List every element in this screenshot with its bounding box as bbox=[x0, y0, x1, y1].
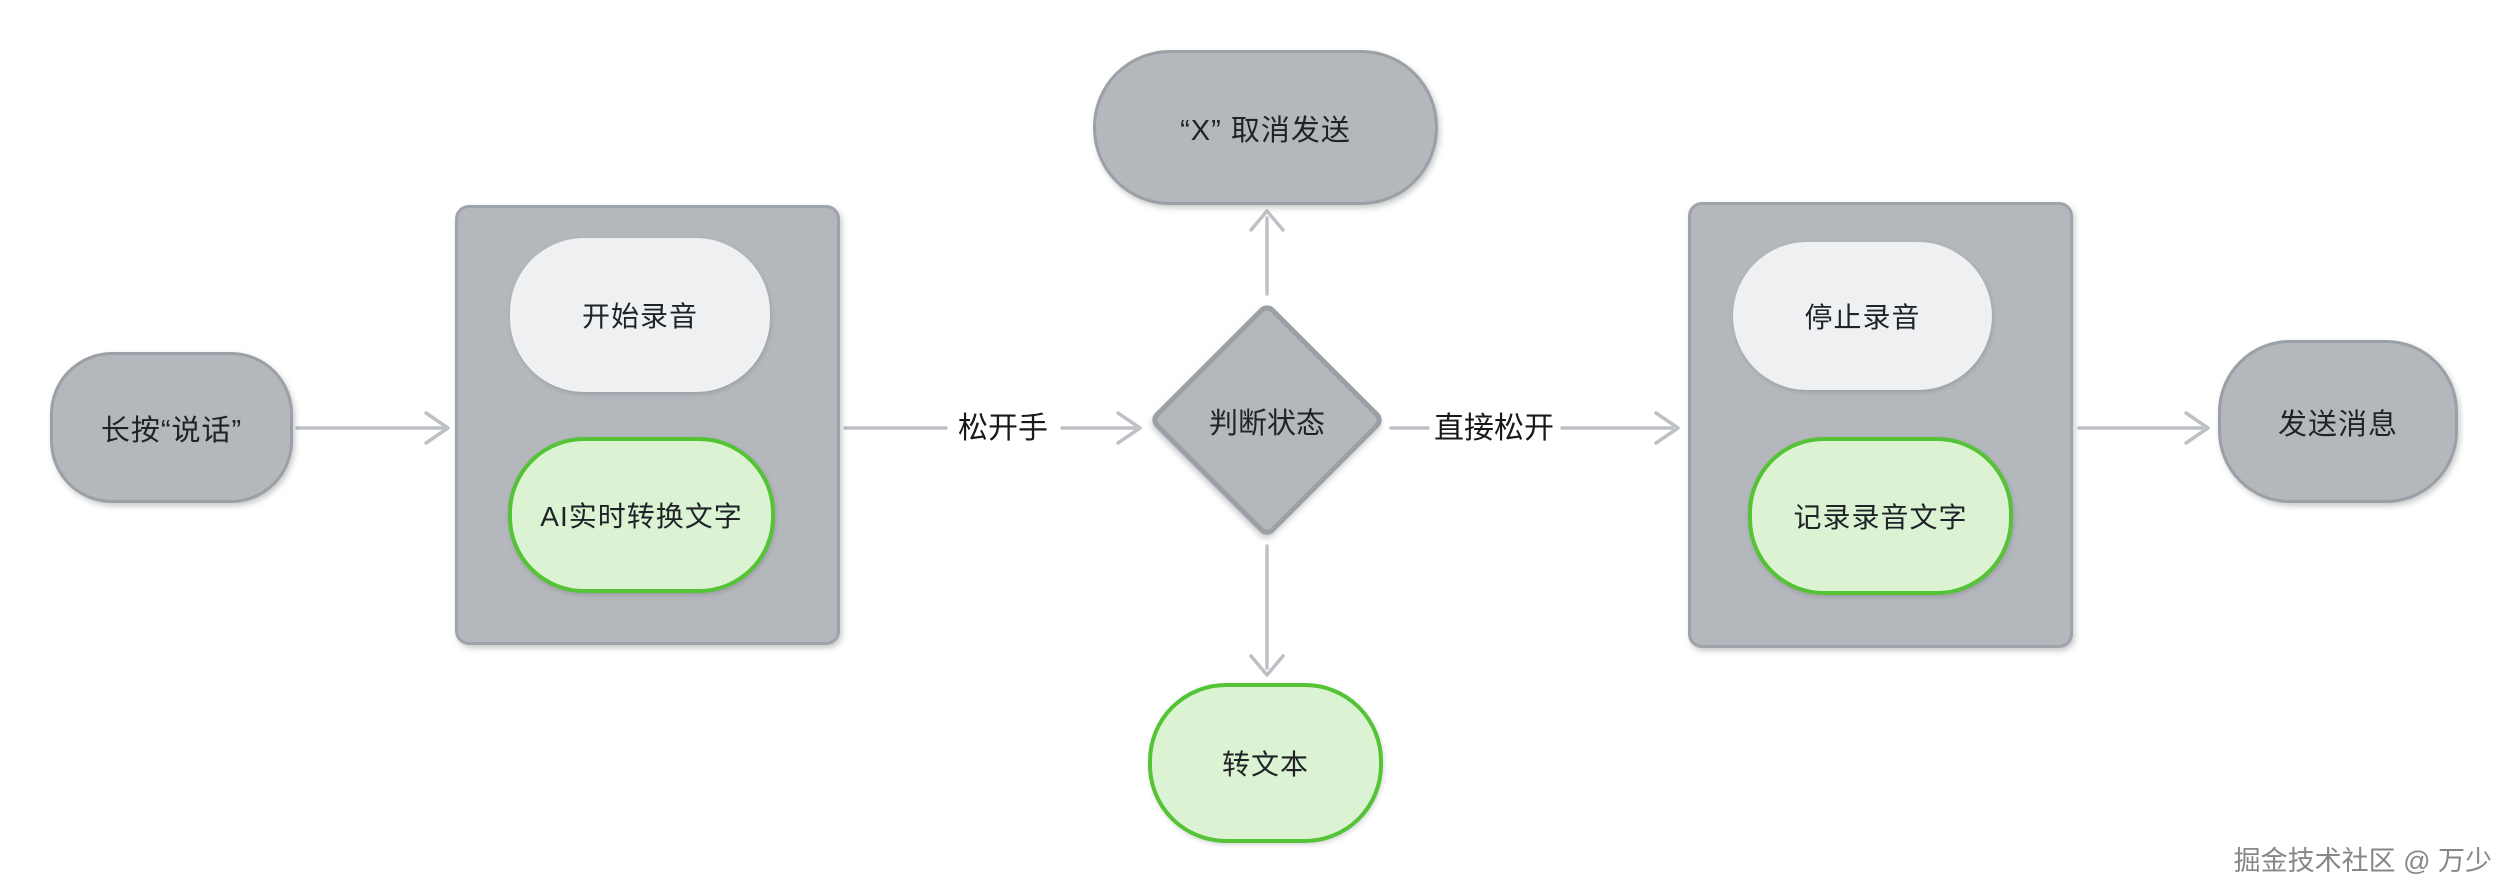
node-cancel-send: “X” 取消发送 bbox=[1093, 50, 1438, 205]
node-ai-realtime-convert-label: AI实时转换文字 bbox=[540, 501, 743, 532]
arrow-decision-to-totext bbox=[1249, 544, 1285, 677]
node-long-press-speak-label: 长按“说话” bbox=[100, 414, 243, 447]
node-start-recording-label: 开始录音 bbox=[581, 301, 698, 332]
node-record-voice-text-label: 记录录音文字 bbox=[1793, 502, 1968, 533]
arrow-direct-label-to-stop bbox=[1560, 411, 1680, 445]
node-start-recording: 开始录音 bbox=[510, 238, 770, 392]
node-to-text: 转文本 bbox=[1148, 683, 1383, 843]
node-record-voice-text: 记录录音文字 bbox=[1748, 437, 2013, 595]
node-decision-label: 判断状态 bbox=[1208, 408, 1326, 440]
node-stop-recording-label: 停止录音 bbox=[1804, 302, 1921, 333]
watermark-text: 掘金技术社区 @ 万少 bbox=[2233, 846, 2492, 876]
arrow-release-label-to-decision bbox=[1060, 411, 1142, 445]
node-cancel-send-label: “X” 取消发送 bbox=[1180, 114, 1351, 147]
arrow-start-to-recording bbox=[295, 411, 450, 445]
node-long-press-speak: 长按“说话” bbox=[50, 352, 293, 503]
node-ai-realtime-convert: AI实时转换文字 bbox=[508, 437, 775, 593]
node-send-message-label: 发送消息 bbox=[2277, 408, 2398, 441]
arrow-stop-to-send bbox=[2077, 411, 2210, 445]
node-send-message: 发送消息 bbox=[2218, 340, 2458, 503]
node-to-text-label: 转文本 bbox=[1221, 749, 1309, 780]
edge-label-direct-release: 直接松开 bbox=[1434, 412, 1554, 445]
edge-label-release-hand: 松开手 bbox=[958, 412, 1048, 445]
arrow-decision-to-cancel bbox=[1249, 209, 1285, 296]
node-stop-recording: 停止录音 bbox=[1733, 242, 1992, 390]
